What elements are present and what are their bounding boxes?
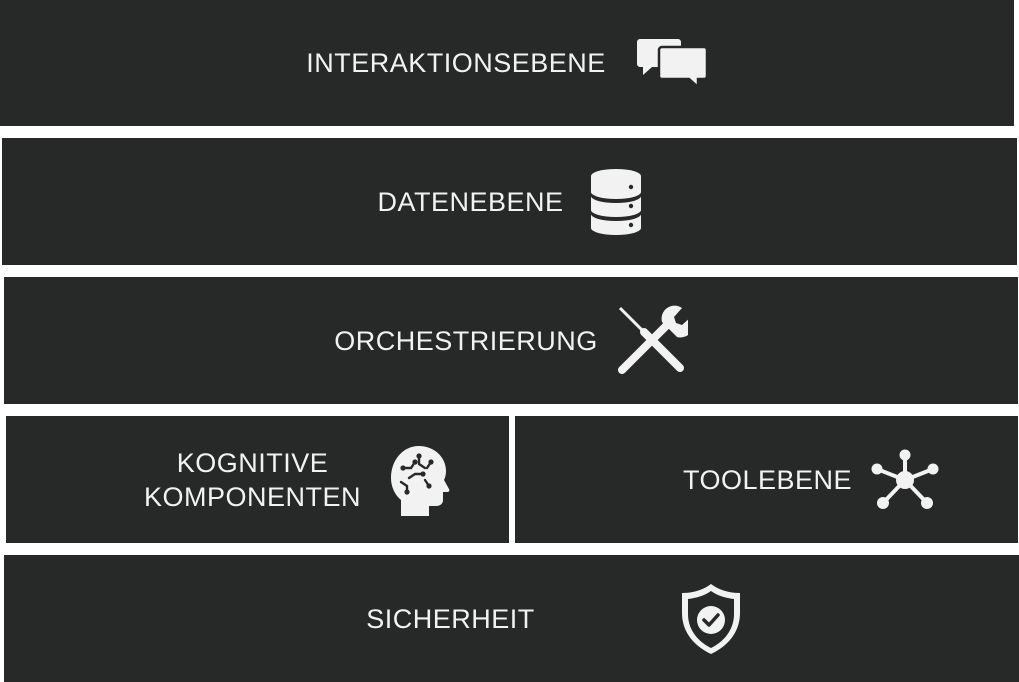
database-icon bbox=[590, 168, 642, 236]
layer-orchestration: ORCHESTRIERUNG bbox=[4, 277, 1018, 404]
network-hub-icon bbox=[870, 449, 940, 511]
layer-interaction: INTERAKTIONSEBENE bbox=[0, 0, 1014, 126]
tools-icon bbox=[614, 304, 688, 378]
layer-orchestration-label: ORCHESTRIERUNG bbox=[334, 325, 598, 356]
layer-cognitive-label: KOGNITIVE KOMPONENTEN bbox=[144, 446, 361, 514]
layer-security-label: SICHERHEIT bbox=[366, 603, 535, 634]
layer-data: DATENEBENE bbox=[2, 138, 1017, 265]
layer-security: SICHERHEIT bbox=[4, 555, 1019, 682]
brain-head-icon bbox=[389, 444, 451, 516]
layer-interaction-label: INTERAKTIONSEBENE bbox=[306, 48, 606, 78]
layer-tools: TOOLEBENE bbox=[515, 416, 1018, 543]
layer-tools-label: TOOLEBENE bbox=[683, 464, 853, 495]
layer-cognitive-label-line2: KOMPONENTEN bbox=[144, 481, 362, 512]
layer-data-label: DATENEBENE bbox=[377, 186, 564, 217]
shield-check-icon bbox=[679, 582, 743, 656]
chat-bubbles-icon bbox=[636, 37, 708, 89]
layer-cognitive-label-line1: KOGNITIVE bbox=[176, 447, 329, 478]
layer-cognitive: KOGNITIVE KOMPONENTEN bbox=[6, 416, 509, 543]
